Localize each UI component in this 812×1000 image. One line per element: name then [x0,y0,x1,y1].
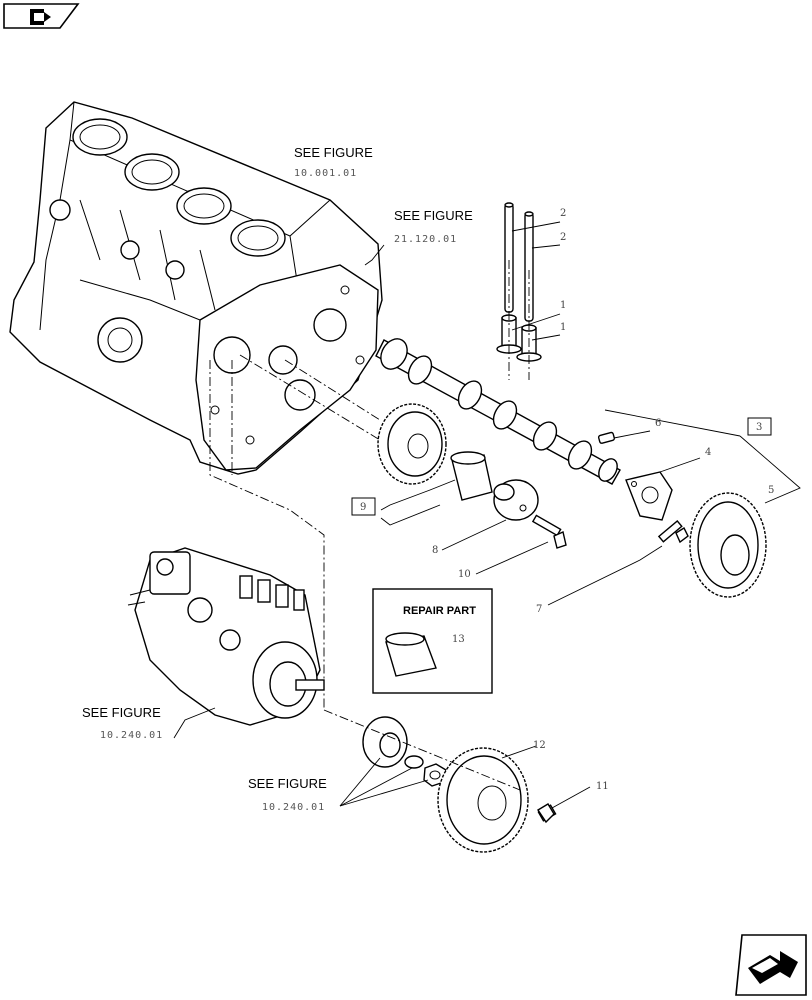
idler-bushing [450,451,493,501]
callout-2-lower: 2 [560,232,566,243]
see-figure-pump-label: SEE FIGURE [82,705,161,720]
pump-drive-gear [437,747,529,853]
see-figure-drive-label: SEE FIGURE [248,776,327,791]
callout-8: 8 [432,545,438,556]
pump-key [404,755,424,769]
woodruff-key [597,431,616,444]
idler-shaft-hub [493,479,539,521]
idler-bolt [531,514,567,549]
callout-10: 10 [458,569,471,580]
plate-reference[interactable]: 21.120.01 [394,234,457,245]
repair-bushing [385,632,437,677]
back-arrow-icon [30,9,51,25]
repair-part-title: REPAIR PART [403,605,476,617]
gear-bolt [657,520,689,544]
see-figure-plate-label: SEE FIGURE [394,208,473,223]
thrust-plate [625,471,673,521]
callout-11: 11 [596,781,609,792]
callout-1-upper: 1 [560,300,566,311]
camshaft-gear [689,492,767,598]
assembly-centerlines [209,260,530,791]
forward-arrow-icon [748,951,798,984]
callout-1-lower: 1 [560,322,566,333]
camshaft [375,338,621,485]
callout-3-box: 3 [747,417,772,436]
pump-reference[interactable]: 10.240.01 [100,730,163,741]
callout-5: 5 [768,485,774,496]
callout-6: 6 [655,418,661,429]
callout-3: 3 [756,422,762,433]
pump-gear-bolt [537,803,557,824]
idler-gear [377,403,447,485]
callout-2-upper: 2 [560,208,566,219]
drive-reference[interactable]: 10.240.01 [262,802,325,813]
callout-13: 13 [452,634,465,645]
callout-9: 9 [360,502,366,513]
prev-page-button[interactable] [3,3,80,29]
see-figure-block-label: SEE FIGURE [294,145,373,160]
next-page-button[interactable] [735,934,807,996]
pump-drive-flange [362,716,408,768]
callout-7: 7 [536,604,542,615]
repair-part-box: REPAIR PART [372,588,493,694]
pump-nut [423,763,447,787]
engine-block-illustration [9,101,383,475]
injection-pump-illustration [127,547,325,726]
callout-4: 4 [705,447,711,458]
callout-9-box: 9 [351,497,376,516]
callout-12: 12 [533,740,546,751]
block-reference[interactable]: 10.001.01 [294,168,357,179]
